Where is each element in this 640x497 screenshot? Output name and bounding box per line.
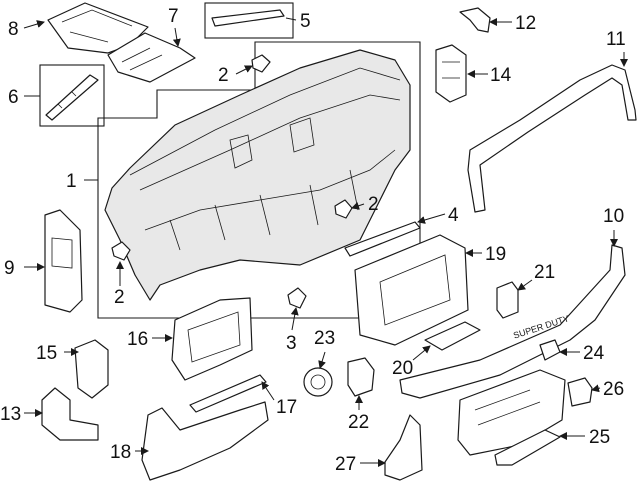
part-5-box [204, 2, 294, 39]
part-6-trim-strip [45, 74, 99, 121]
callout-26: 26 [603, 379, 624, 400]
callout-7: 7 [168, 6, 179, 27]
part-14-bracket [435, 44, 467, 103]
callout-2-top: 2 [218, 65, 229, 86]
callout-24: 24 [583, 343, 605, 364]
part-25-tray [494, 429, 561, 466]
callout-5: 5 [300, 11, 311, 32]
callout-9: 9 [4, 258, 15, 279]
part-18-lower-panel [141, 401, 269, 481]
part-12-cap [459, 7, 491, 33]
callout-8: 8 [8, 19, 19, 40]
callout-19: 19 [485, 244, 506, 265]
callout-11: 11 [606, 29, 626, 50]
part-20-pad [424, 321, 481, 351]
callout-12: 12 [515, 13, 536, 34]
callout-21: 21 [534, 262, 555, 283]
part-2-clip-right [334, 199, 353, 219]
callout-1: 1 [66, 171, 77, 192]
callout-16: 16 [127, 329, 148, 350]
part-4-strip [344, 221, 421, 257]
callout-4: 4 [448, 205, 459, 226]
part-26-switch [567, 377, 593, 407]
instrument-panel-group-box [97, 41, 421, 319]
callout-27: 27 [335, 454, 356, 475]
callout-18: 18 [110, 442, 131, 463]
part-13-duct [41, 387, 99, 441]
callout-6: 6 [8, 87, 19, 108]
callout-23: 23 [314, 328, 335, 349]
part-11-trim [467, 64, 637, 213]
part-22-cover [347, 357, 375, 397]
callout-25: 25 [589, 427, 610, 448]
callout-15: 15 [36, 343, 57, 364]
callout-13: 13 [0, 404, 21, 425]
part-2-clip-left [111, 241, 131, 261]
part-15-bracket [74, 339, 109, 399]
callout-3: 3 [286, 333, 297, 354]
callout-2-left: 2 [114, 287, 125, 308]
callout-20: 20 [392, 358, 413, 379]
callout-10: 10 [603, 206, 624, 227]
callout-2-right: 2 [368, 194, 379, 215]
part-23-ring [303, 367, 333, 397]
part-1-instrument-panel [104, 49, 411, 301]
part-9-side-panel [44, 209, 83, 313]
callout-17: 17 [276, 397, 297, 418]
part-19-center-bezel [354, 234, 469, 346]
part-5-trim-strip [211, 9, 285, 27]
part-3-bracket [287, 287, 307, 309]
part-27-trim [384, 414, 423, 481]
callout-14: 14 [490, 65, 512, 86]
part-16-cluster-bezel [171, 297, 253, 381]
callout-22: 22 [348, 412, 369, 433]
leader-lines [23, 17, 628, 467]
part-21-module [496, 281, 519, 319]
